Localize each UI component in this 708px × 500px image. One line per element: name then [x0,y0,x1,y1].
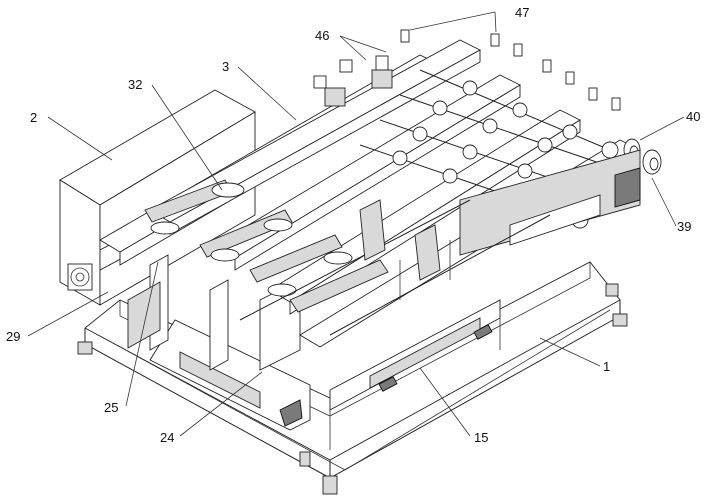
label-15: 15 [474,430,488,445]
lower-rail [329,299,501,450]
control-cabinet [59,89,256,306]
label-2: 2 [30,110,37,125]
clamps [313,55,393,107]
label-1: 1 [603,359,610,374]
foot-front [322,475,338,495]
label-46: 46 [315,28,329,43]
roller-rows [359,69,662,256]
label-25: 25 [104,400,118,415]
label-29: 29 [6,329,20,344]
label-39: 39 [677,219,691,234]
label-47: 47 [515,5,529,20]
side-panel [149,319,311,431]
foot-rear [605,283,619,297]
foot-front-left [77,341,93,355]
fan-icon [67,263,93,291]
foot-right [612,313,628,327]
leader-lines [27,11,685,437]
label-3: 3 [222,59,229,74]
reference-labels: 2 32 3 46 47 40 39 1 15 24 25 29 [6,5,700,445]
foot-left-mid [299,451,311,467]
rear-posts [400,29,621,111]
end-wheel-39 [642,149,662,175]
label-40: 40 [686,109,700,124]
label-24: 24 [160,430,174,445]
label-32: 32 [128,77,142,92]
roller-row-1 [419,69,619,159]
crossbars [239,199,551,336]
